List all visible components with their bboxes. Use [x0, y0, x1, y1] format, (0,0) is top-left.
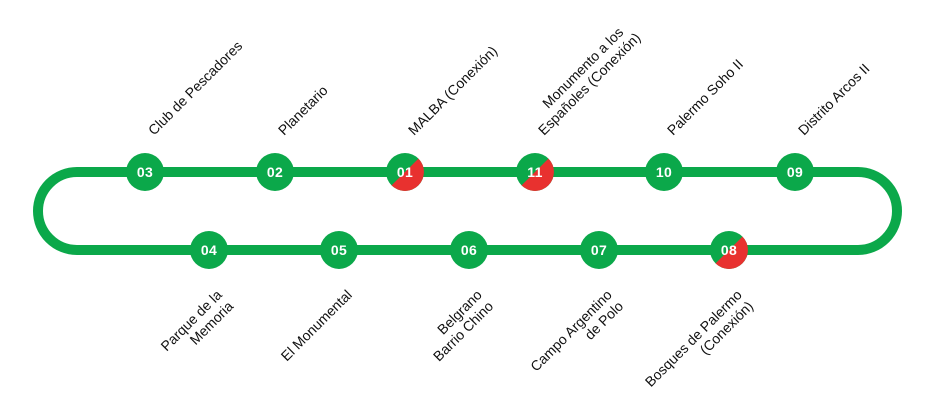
station-marker	[126, 153, 164, 191]
station-label-line: Club de Pescadores	[145, 38, 245, 138]
station-marker	[320, 231, 358, 269]
station-number: 01	[397, 164, 413, 180]
station-number: 08	[721, 242, 737, 258]
station-number: 04	[201, 242, 217, 258]
station-number: 10	[656, 164, 672, 180]
station-number: 05	[331, 242, 347, 258]
station-number: 03	[137, 164, 153, 180]
station-label: El Monumental	[278, 287, 355, 364]
station-label: Palermo Soho II	[664, 56, 746, 138]
station-label: Parque de laMemoria	[157, 286, 236, 365]
station-label-line: Españoles (Conexión)	[535, 29, 644, 138]
connection-marker	[391, 158, 424, 191]
station-label-line: Distrito Arcos II	[795, 60, 873, 138]
station-label: Club de Pescadores	[145, 38, 245, 138]
station-label: Campo Argentinode Polo	[527, 286, 626, 385]
station-label-line: Planetario	[275, 82, 331, 138]
station-label: Planetario	[275, 82, 331, 138]
connection-marker	[521, 158, 554, 191]
station-marker	[450, 231, 488, 269]
station-marker	[580, 231, 618, 269]
station-marker	[776, 153, 814, 191]
connection-marker	[715, 236, 748, 269]
station-label-line: Bosques de Palermo	[642, 286, 745, 389]
station-label-line: MALBA (Conexión)	[405, 43, 501, 139]
station-number: 06	[461, 242, 477, 258]
station-number: 02	[267, 164, 283, 180]
station-marker	[190, 231, 228, 269]
station-label: MALBA (Conexión)	[405, 43, 501, 139]
station-number: 09	[787, 164, 803, 180]
station-label: Distrito Arcos II	[795, 60, 873, 138]
station-marker	[256, 153, 294, 191]
station-label-line: El Monumental	[278, 287, 355, 364]
station-label-line: Palermo Soho II	[664, 56, 746, 138]
station-11[interactable]: 11 Monumento a losEspañoles (Conexión)	[516, 18, 644, 191]
station-number: 11	[527, 164, 542, 180]
stations: 03 Club de Pescadores 02 Planetario 01 MALBA …	[126, 18, 873, 401]
station-label: Bosques de Palermo(Conexión)	[642, 286, 757, 401]
station-label: Monumento a losEspañoles (Conexión)	[523, 18, 643, 138]
station-marker	[645, 153, 683, 191]
station-label: BelgranoBarrio Chino	[419, 286, 497, 364]
station-number: 07	[591, 242, 607, 258]
